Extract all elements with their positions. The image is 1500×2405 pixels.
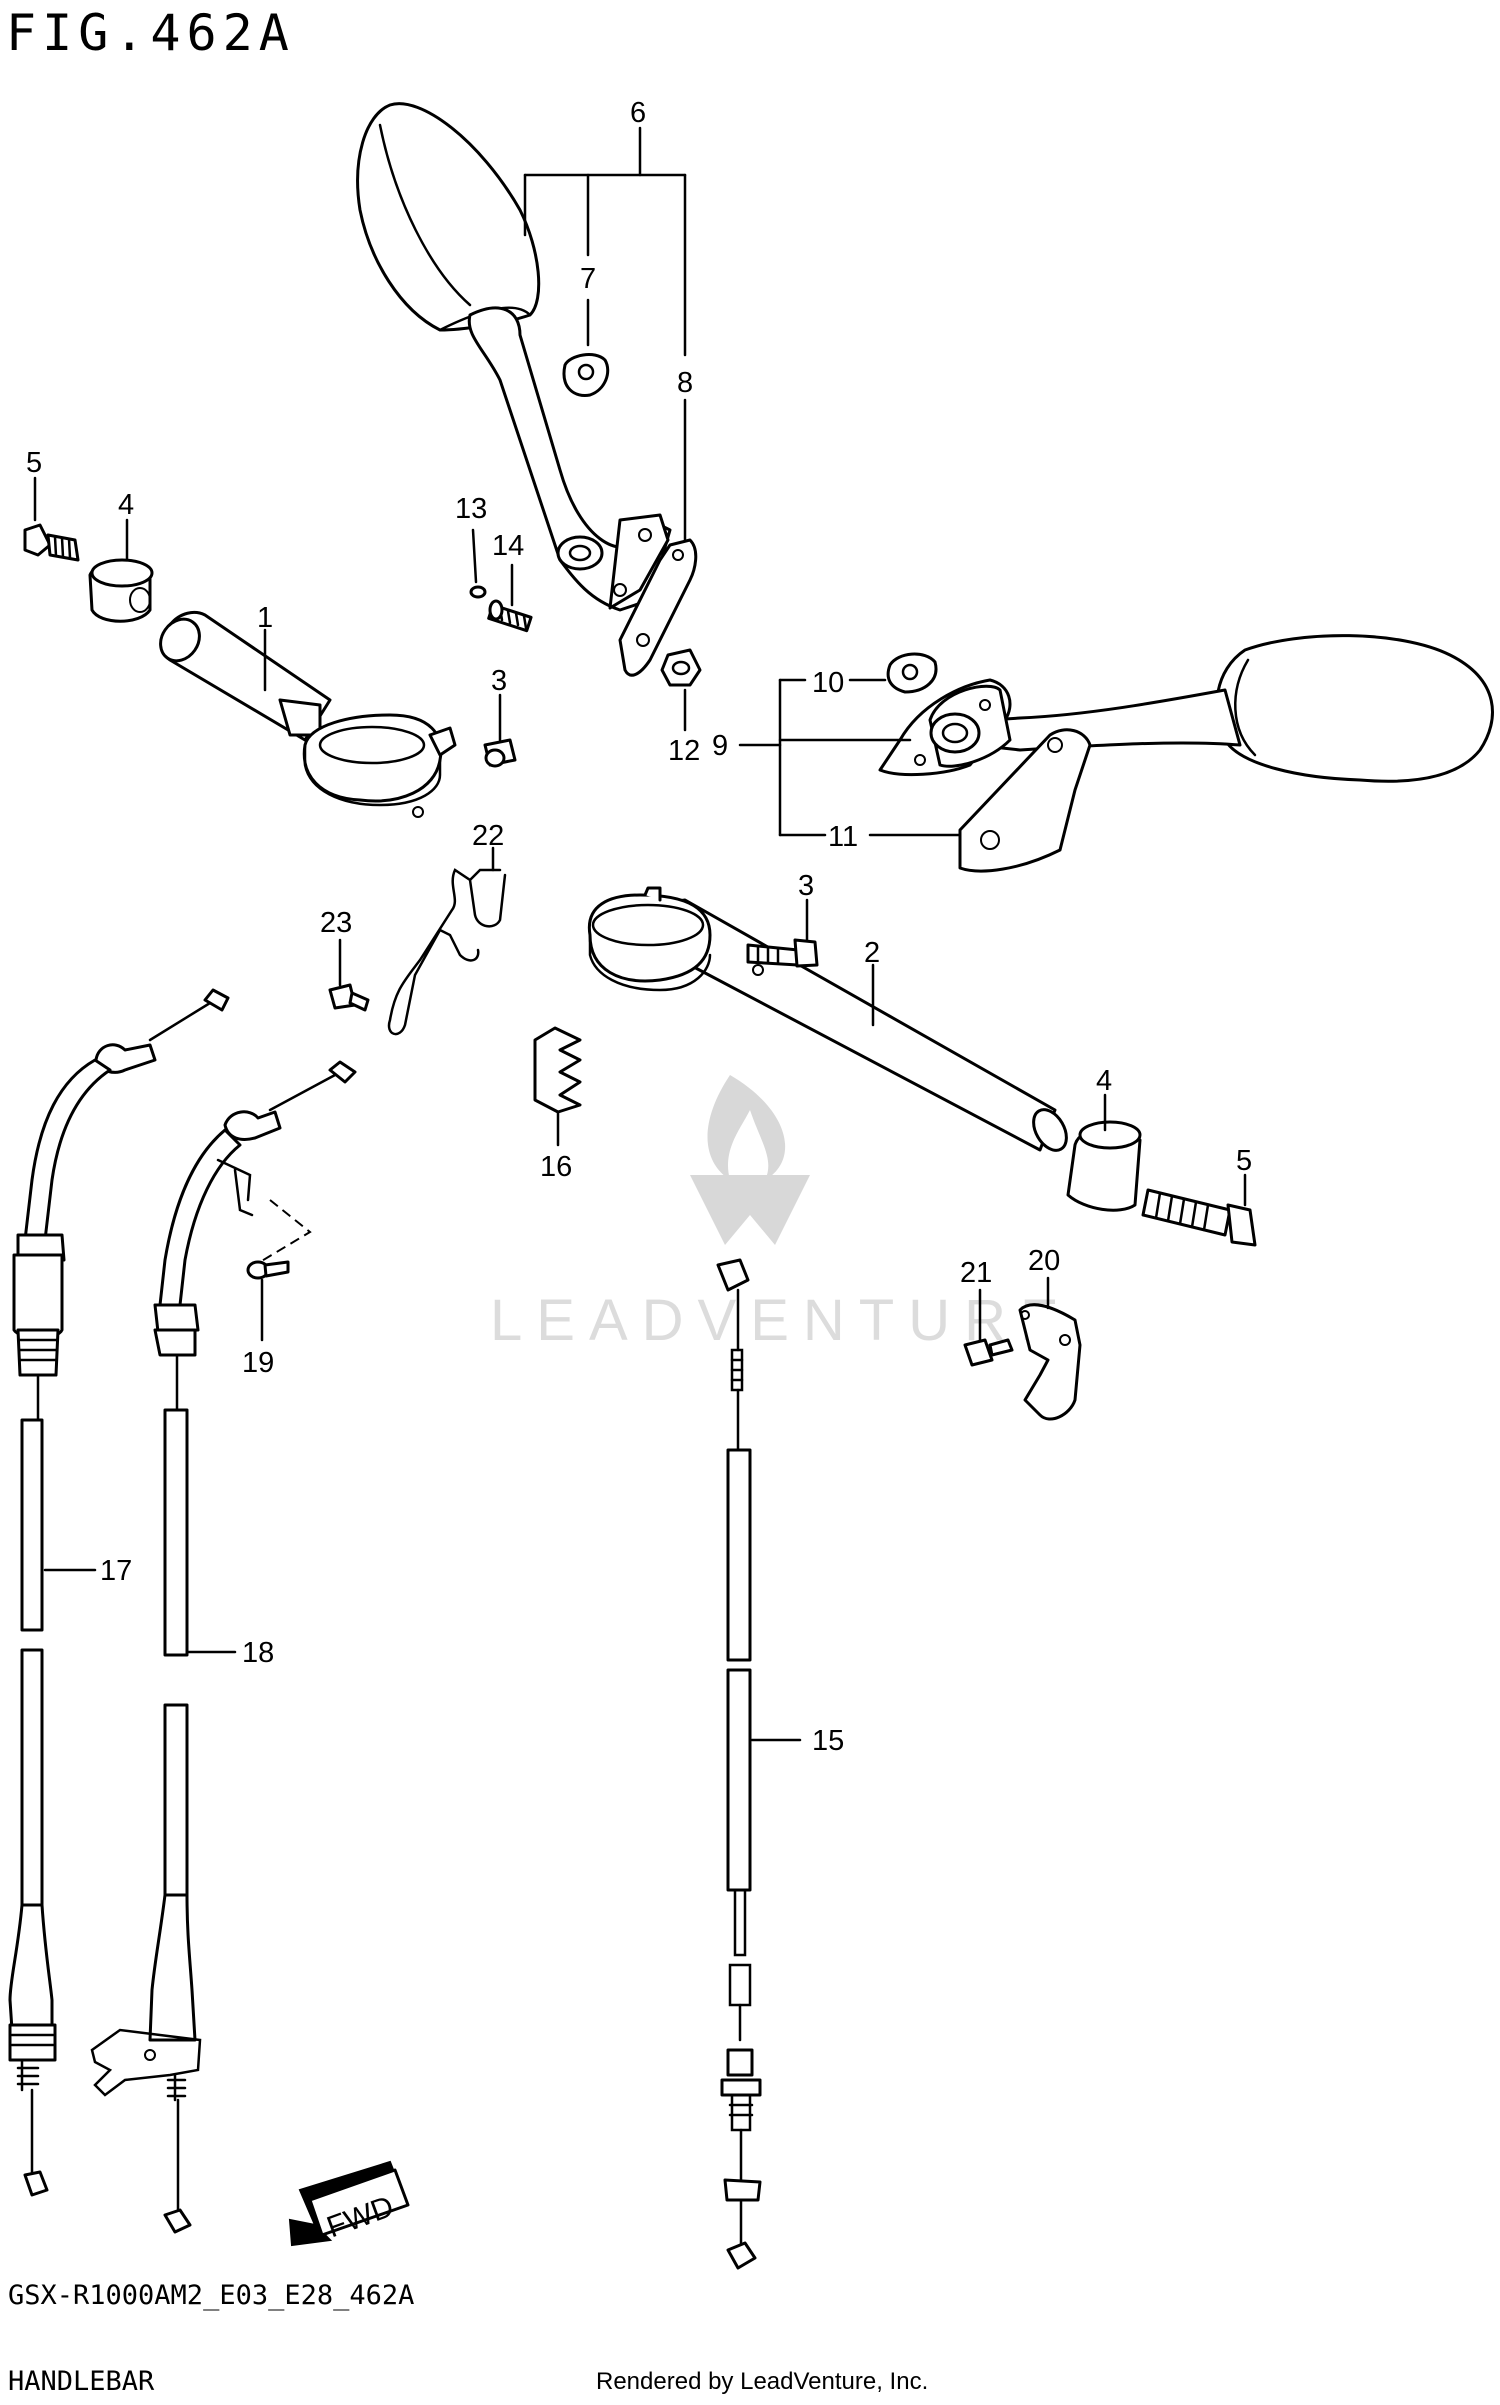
callout-19: 19: [242, 1347, 274, 1379]
callout-16: 16: [540, 1151, 572, 1183]
callout-22: 22: [472, 820, 504, 852]
callout-15: 15: [812, 1725, 844, 1757]
left-handlebar: [159, 611, 457, 818]
right-mirror-assembly: [878, 634, 1494, 783]
left-mirror-assembly: [356, 102, 672, 612]
screw-23: [328, 983, 370, 1012]
screw-21: [963, 1338, 1014, 1367]
callout-4: 4: [1096, 1065, 1112, 1097]
callout-bracket-9: [738, 678, 962, 837]
forward-direction-arrow: FWD: [288, 2160, 410, 2247]
bar-end-weight-4-right: [1066, 1120, 1142, 1212]
callout-9: 9: [712, 730, 728, 762]
callout-line-13: [471, 528, 478, 584]
flange-nut-12: [660, 648, 702, 687]
callout-3: 3: [491, 665, 507, 697]
adaptor-hole: [636, 633, 650, 647]
callout-11: 11: [828, 821, 858, 853]
callout-1: 1: [257, 602, 273, 634]
rendered-by-credit: Rendered by LeadVenture, Inc.: [596, 2368, 929, 2395]
callout-5: 5: [26, 447, 42, 479]
left-mirror-adaptor-plate: [618, 538, 698, 677]
model-code: GSX-R1000AM2_E03_E28_462A: [8, 2280, 415, 2311]
screw-19: [246, 1260, 290, 1280]
bolt-3-right: [746, 938, 819, 968]
clutch-cable-15: [716, 1258, 762, 2270]
callout-14: 14: [492, 530, 524, 562]
return-cable-18: [90, 1060, 357, 2234]
nut-10: [886, 652, 938, 694]
callout-3: 3: [798, 870, 814, 902]
throttle-cable-17: [8, 988, 230, 2197]
callout-12: 12: [668, 735, 700, 767]
callout-2: 2: [864, 937, 880, 969]
screw-14: [487, 599, 533, 633]
watermark-text: LEADVENTURE: [490, 1288, 1073, 1353]
bracket-hole: [1059, 1334, 1071, 1346]
section-name: HANDLEBAR: [8, 2366, 155, 2397]
callout-10: 10: [812, 667, 844, 699]
callout-21: 21: [960, 1257, 992, 1289]
bolt-3-left: [483, 738, 517, 768]
cable-clip-16: [533, 1026, 582, 1114]
right-mirror-adaptor-plate: [958, 728, 1092, 873]
bolt-5-left: [23, 523, 80, 562]
right-handlebar: [587, 886, 1068, 1152]
callout-5: 5: [1236, 1145, 1252, 1177]
callout-bracket-6: [523, 126, 687, 542]
callout-20: 20: [1028, 1245, 1060, 1277]
bracket-hole: [1020, 1310, 1030, 1320]
callout-17: 17: [100, 1555, 132, 1587]
watermark-logo: LEADVENTURE: [490, 1075, 1073, 1353]
callout-6: 6: [630, 97, 646, 129]
figure-title: FIG.462A: [6, 4, 295, 62]
wire-clamp-22: [387, 868, 507, 1036]
cable-bracket-20: [1018, 1303, 1082, 1421]
callout-4: 4: [118, 489, 134, 521]
nut-7: [562, 353, 610, 398]
callout-13: 13: [455, 493, 487, 525]
callout-18: 18: [242, 1637, 274, 1669]
bar-end-weight-4-left: [88, 558, 154, 623]
callout-8: 8: [677, 367, 693, 399]
bolt-5-right: [1141, 1188, 1257, 1247]
adaptor-hole: [672, 549, 684, 561]
callout-7: 7: [580, 263, 596, 295]
washer-13: [469, 585, 487, 599]
callout-23: 23: [320, 907, 352, 939]
